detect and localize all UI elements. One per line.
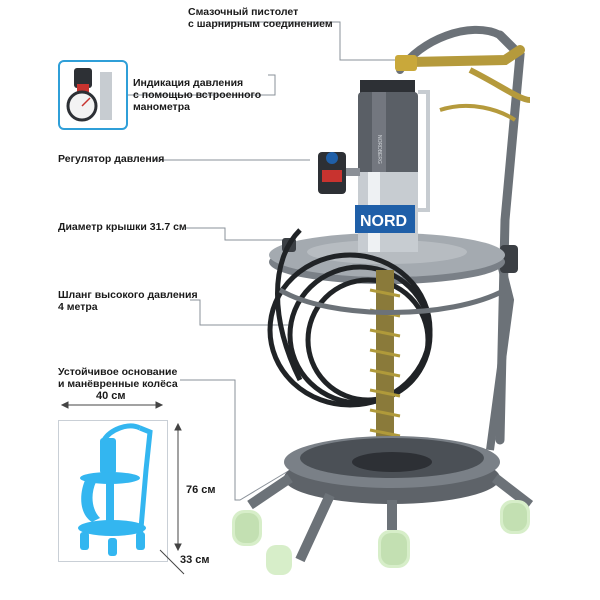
hose-coil bbox=[267, 228, 433, 408]
pump: NORD NORDBERG bbox=[355, 80, 430, 252]
label-high-pressure-hose: Шланг высокого давления 4 метра bbox=[58, 289, 198, 313]
label-stable-base: Устойчивое основание и манёвренные колёс… bbox=[58, 366, 178, 390]
leader-lines bbox=[128, 21, 405, 501]
label-lid-diameter: Диаметр крышки 31.7 см bbox=[58, 221, 187, 233]
silhouette-icon bbox=[78, 423, 153, 556]
brand-text-pump: NORD bbox=[360, 213, 407, 230]
grease-gun bbox=[395, 45, 531, 122]
height-arrow bbox=[174, 422, 182, 552]
base bbox=[247, 436, 534, 563]
regulator bbox=[318, 152, 360, 194]
label-pressure-regulator: Регулятор давления bbox=[58, 153, 165, 165]
dimension-height: 76 см bbox=[186, 484, 216, 496]
depth-arrow bbox=[159, 549, 185, 575]
spring bbox=[369, 270, 401, 470]
label-pressure-indicator: Индикация давления с помощью встроенного… bbox=[133, 77, 262, 113]
dimension-depth: 33 см bbox=[180, 554, 210, 566]
dimension-box bbox=[58, 420, 168, 562]
gauge-icon bbox=[66, 68, 112, 122]
dimension-width: 40 см bbox=[96, 390, 126, 402]
width-arrow bbox=[60, 401, 164, 409]
brand-text-body: NORDBERG bbox=[376, 135, 382, 164]
wheels bbox=[232, 500, 530, 575]
manometer-thumbnail bbox=[58, 60, 128, 130]
strap bbox=[278, 287, 507, 315]
label-grease-gun: Смазочный пистолет с шарнирным соединени… bbox=[188, 6, 333, 30]
